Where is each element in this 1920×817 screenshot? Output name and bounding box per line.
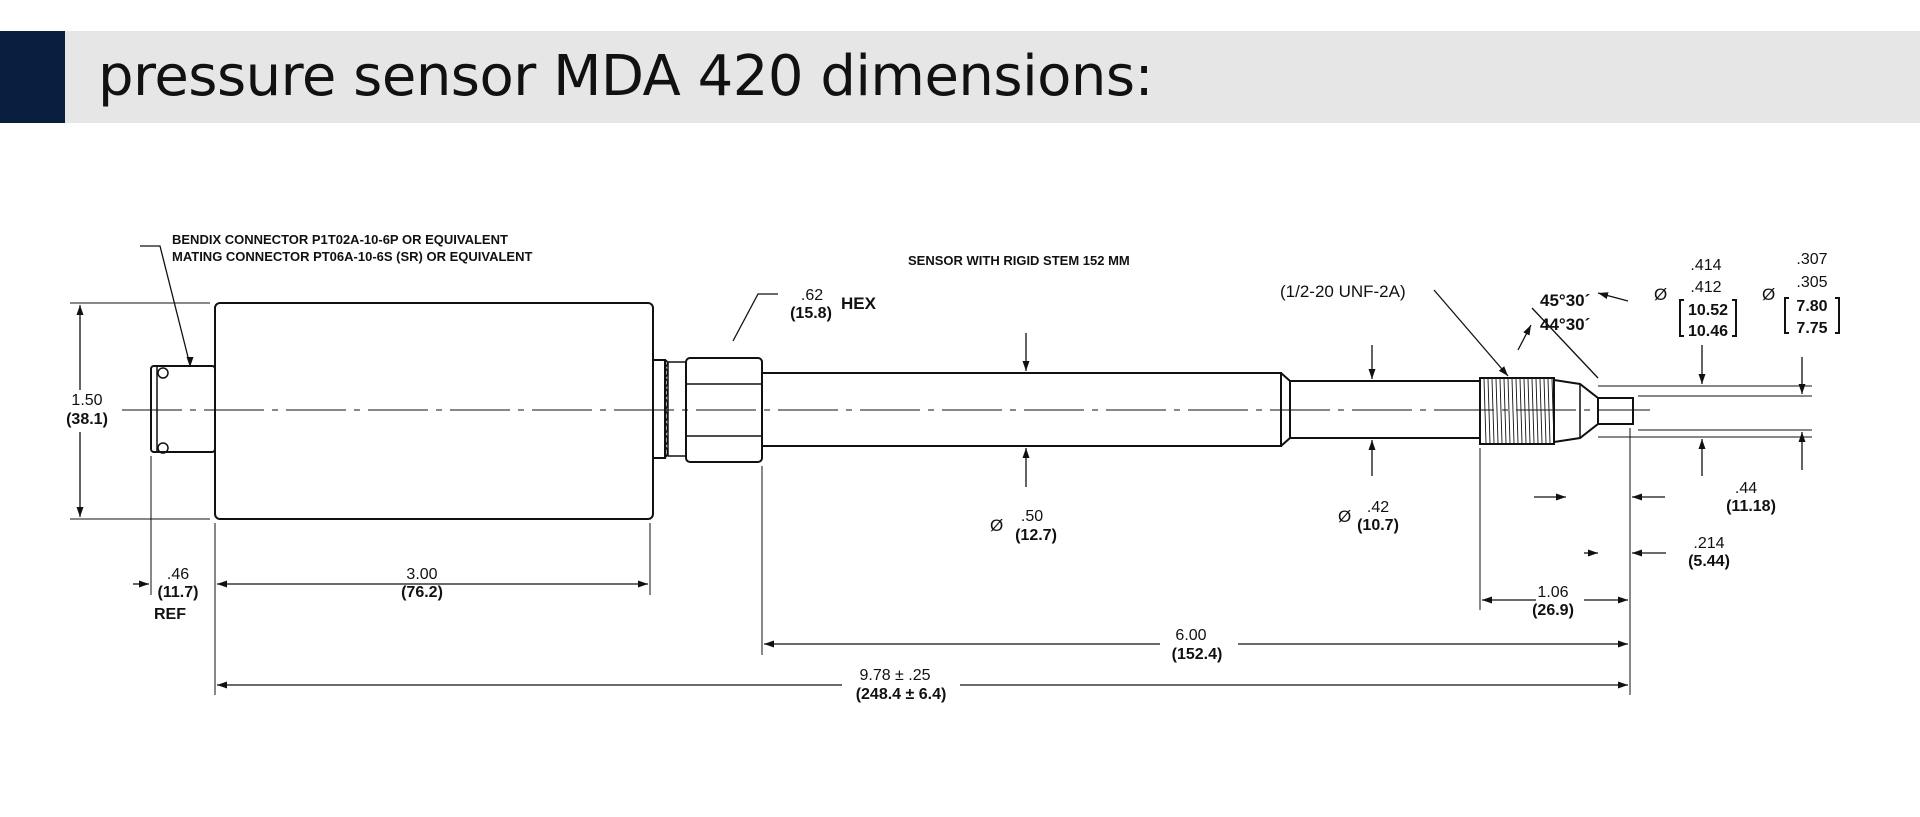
thread-hatch-line (1519, 378, 1523, 444)
dimension-lines (76, 245, 1806, 689)
end-dia-max-mm: 7.80 (1796, 298, 1827, 315)
thread-hatch-line (1491, 378, 1495, 444)
thread-hatch-line (1531, 378, 1535, 444)
thread-hatch-line (1547, 378, 1551, 444)
thread-hatch-line (1539, 378, 1543, 444)
thread-hatch-line (1551, 378, 1555, 444)
overall-length-mm: (248.4 ± 6.4) (856, 686, 947, 703)
end-dia-min-inch: .305 (1796, 274, 1827, 291)
hex-label: HEX (841, 294, 877, 313)
thread-note: (1/2-20 UNF-2A) (1280, 282, 1406, 301)
thread-hatch-line (1515, 378, 1519, 444)
end-dia-min-mm: 7.75 (1796, 320, 1827, 337)
sensor-end (1597, 397, 1634, 425)
title-bar: pressure sensor MDA 420 dimensions: (0, 31, 1920, 123)
thread-length-mm: (11.18) (1726, 498, 1776, 515)
stem-length-inch: 6.00 (1175, 627, 1206, 644)
tip-dia-inch: .42 (1367, 499, 1389, 516)
tip-dia-symbol: Ø (1338, 507, 1351, 526)
thread-dia-min-inch: .412 (1690, 279, 1721, 296)
thread-dia-min-mm: 10.46 (1688, 323, 1728, 340)
thread-hatch-line (1495, 378, 1499, 444)
end-dia-symbol: Ø (1762, 285, 1775, 304)
end-length-mm: (5.44) (1688, 553, 1730, 570)
connector-note-line1: BENDIX CONNECTOR P1T02A-10-6P OR EQUIVAL… (172, 232, 508, 247)
dimension-labels: 1.50 (38.1) .46 (11.7) REF 3.00 (76.2) .… (66, 251, 1840, 703)
connector-ref: REF (154, 606, 186, 623)
tip-length-mm: (26.9) (1532, 602, 1574, 619)
housing-body (214, 302, 654, 520)
end-dia-bracket (1784, 297, 1840, 334)
threaded-collar (653, 359, 666, 459)
tip-length-inch: 1.06 (1537, 584, 1568, 601)
connector-pin-bottom (157, 442, 169, 454)
tip-dia-mm: (10.7) (1357, 517, 1399, 534)
thread-hatch-line (1535, 378, 1539, 444)
thread-length-inch: .44 (1735, 480, 1757, 497)
hex-inch: .62 (801, 287, 823, 304)
body-length-mm: (76.2) (401, 584, 443, 601)
angle-min: 44°30´ (1540, 315, 1590, 334)
body-length-inch: 3.00 (406, 566, 437, 583)
thread-hatch-line (1499, 378, 1503, 444)
connector-pin-top (157, 367, 169, 379)
thread-hatch-line (1543, 378, 1547, 444)
stem-note: SENSOR WITH RIGID STEM 152 MM (908, 253, 1130, 268)
stem-dia-inch: .50 (1021, 508, 1043, 525)
stem-dia-mm: (12.7) (1015, 527, 1057, 544)
title-accent-block (0, 31, 65, 123)
thread-dia-bracket (1679, 299, 1737, 337)
thread-hatch-line (1503, 378, 1507, 444)
sensor-outline (150, 302, 1634, 520)
notes: BENDIX CONNECTOR P1T02A-10-6P OR EQUIVAL… (172, 232, 1406, 301)
connector-note-line2: MATING CONNECTOR PT06A-10-6S (SR) OR EQU… (172, 249, 532, 264)
hex-mm: (15.8) (790, 305, 832, 322)
height-mm: (38.1) (66, 411, 108, 428)
connector-length-inch: .46 (167, 566, 189, 583)
stem-length-mm: (152.4) (1172, 646, 1223, 663)
thread-hatch-line (1523, 378, 1527, 444)
connector-body (150, 365, 216, 453)
thread-hatch-line (1483, 378, 1487, 444)
thread-hatch-line (1507, 378, 1511, 444)
thread-hatch-line (1527, 378, 1531, 444)
thread-dia-max-mm: 10.52 (1688, 302, 1728, 319)
height-inch: 1.50 (71, 392, 102, 409)
thread-hatching (1483, 378, 1555, 444)
angle-max: 45°30´ (1540, 291, 1590, 310)
stem-dia-symbol: Ø (990, 516, 1003, 535)
thread-hatch-line (1487, 378, 1491, 444)
thread-section (1479, 377, 1555, 445)
thread-dia-symbol: Ø (1654, 285, 1667, 304)
connector-length-mm: (11.7) (158, 584, 199, 601)
extension-lines (70, 302, 1812, 695)
thread-hatch-line (1511, 378, 1515, 444)
thread-dia-max-inch: .414 (1690, 257, 1721, 274)
end-dia-max-inch: .307 (1796, 251, 1827, 268)
overall-length-inch: 9.78 ± .25 (859, 667, 930, 684)
page-title: pressure sensor MDA 420 dimensions: (98, 44, 1153, 109)
end-length-inch: .214 (1693, 535, 1724, 552)
